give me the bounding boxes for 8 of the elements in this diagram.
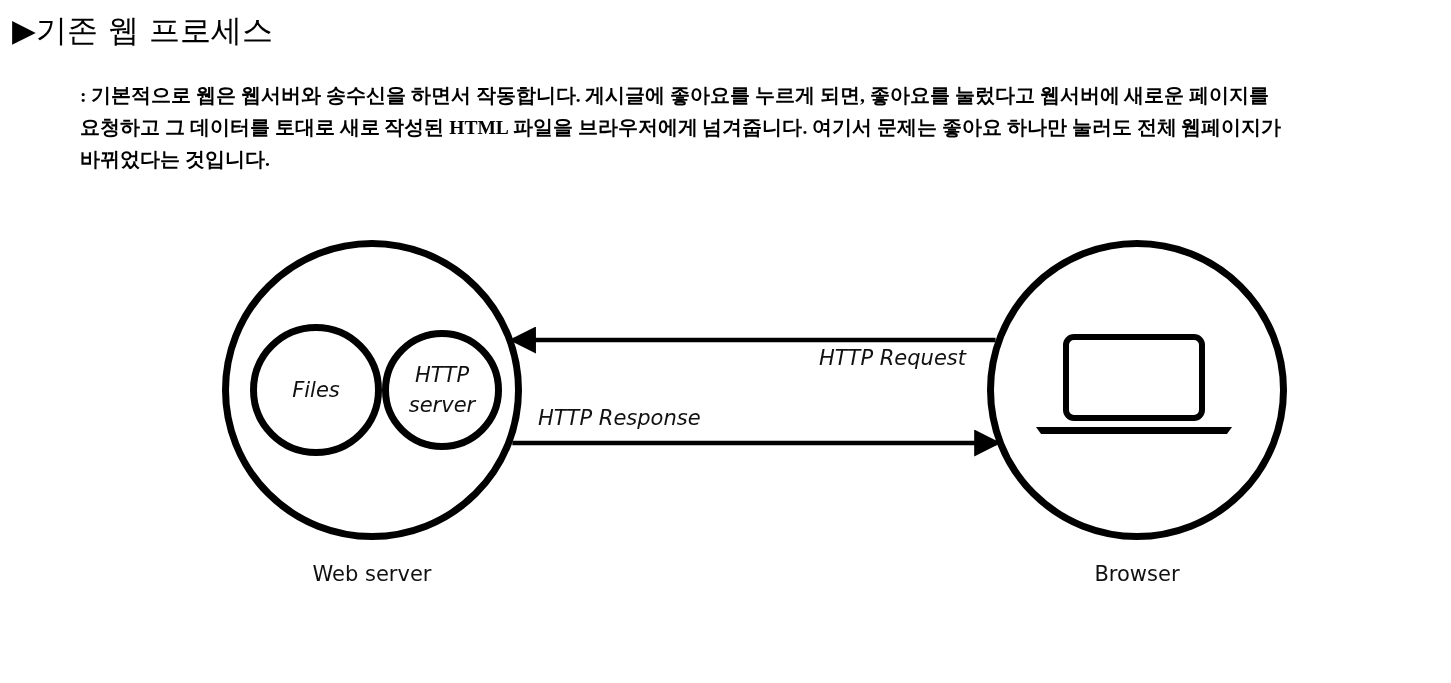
description-text: : 기본적으로 웹은 웹서버와 송수신을 하면서 작동합니다. 게시글에 좋아요를 누르게 되면, 좋아요를 눌렀다고 웹서버에 새로운 페이지를 요청하고 그 데이터를 토대로 새로 작성된 HTML 파일을 브라우저에게 넘겨줍니다. 여기서 문제는 좋아요 하나만 눌러도 전체 웹페이지가 바뀌었다는 것입니다. [80, 84, 1283, 172]
node-caption: Web server [312, 562, 432, 586]
edge-label: HTTP Request [818, 346, 966, 370]
edge-label: HTTP Response [538, 406, 701, 430]
node-caption: Browser [1094, 562, 1180, 586]
node-label: HTTP server [407, 362, 477, 419]
node-label: Files [291, 377, 341, 404]
title: ▶기존 웹 프로세스 [12, 11, 273, 50]
